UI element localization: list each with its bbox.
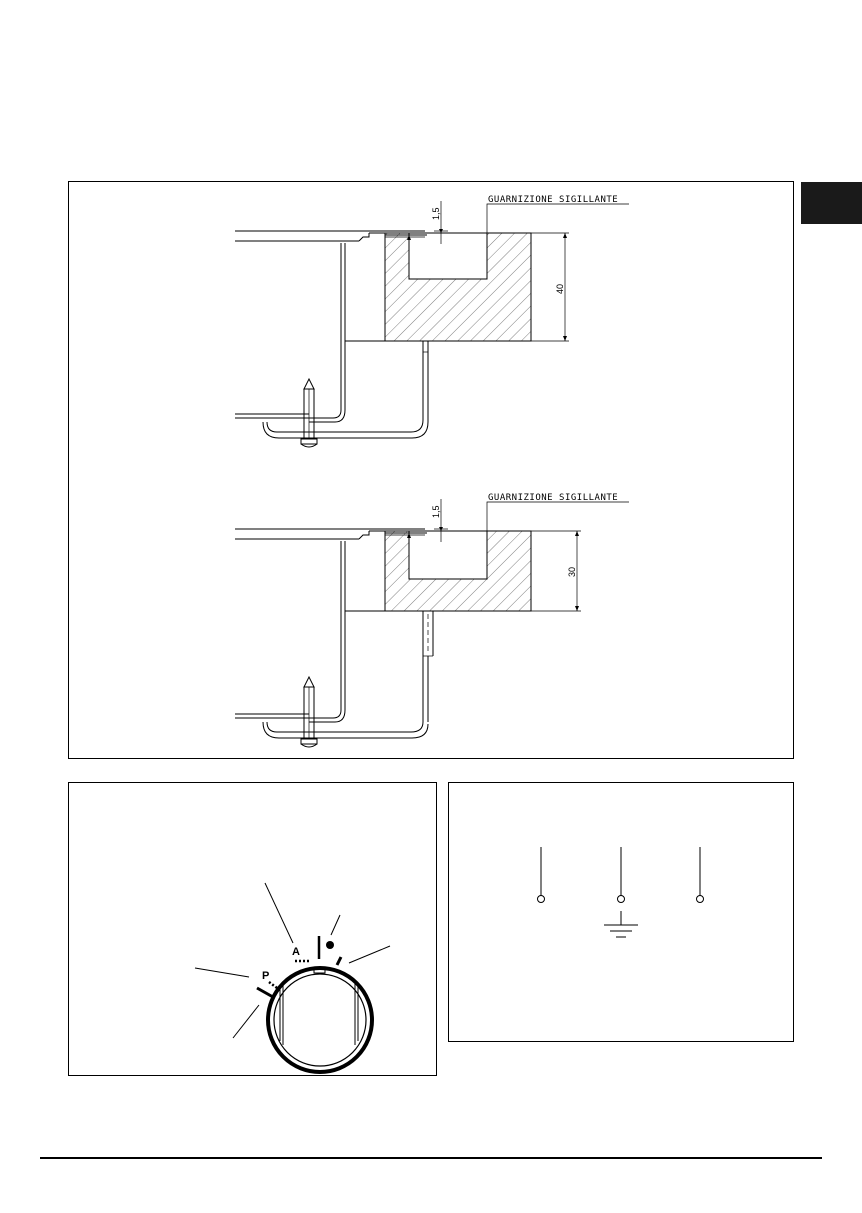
footer-rule — [40, 1157, 822, 1159]
knob-drawing: A P — [194, 882, 391, 1074]
worktop-section-thin — [384, 530, 532, 612]
detail-top: 1,5 GUARNIZIONE SIGILLANTE 40 — [235, 195, 629, 448]
installation-diagram: 1,5 GUARNIZIONE SIGILLANTE 40 — [68, 181, 794, 759]
dim-thickness-top: 40 — [555, 284, 565, 294]
language-tab — [801, 182, 862, 224]
ground-icon — [604, 911, 638, 938]
terminal-left — [537, 895, 545, 903]
knob-mark-a: A — [292, 946, 300, 958]
detail-bottom: 1,5 GUARNIZIONE SIGILLANTE 30 — [235, 493, 629, 748]
terminal-right — [696, 895, 704, 903]
wiring-diagram — [448, 782, 794, 1042]
dim-thickness-bottom: 30 — [567, 567, 577, 577]
knob — [266, 966, 374, 1074]
dim-gap-bottom: 1,5 — [431, 505, 441, 518]
wiring-drawing — [537, 847, 704, 938]
installation-drawing: 1,5 GUARNIZIONE SIGILLANTE 40 — [235, 195, 629, 748]
knob-diagram: A P — [68, 782, 437, 1076]
worktop-section — [384, 232, 532, 342]
seal-label-top: GUARNIZIONE SIGILLANTE — [488, 195, 618, 205]
knob-mark-p: P — [262, 970, 269, 982]
seal-label-bottom: GUARNIZIONE SIGILLANTE — [488, 493, 618, 503]
dim-gap-top: 1,5 — [431, 207, 441, 220]
terminal-center — [617, 895, 625, 903]
